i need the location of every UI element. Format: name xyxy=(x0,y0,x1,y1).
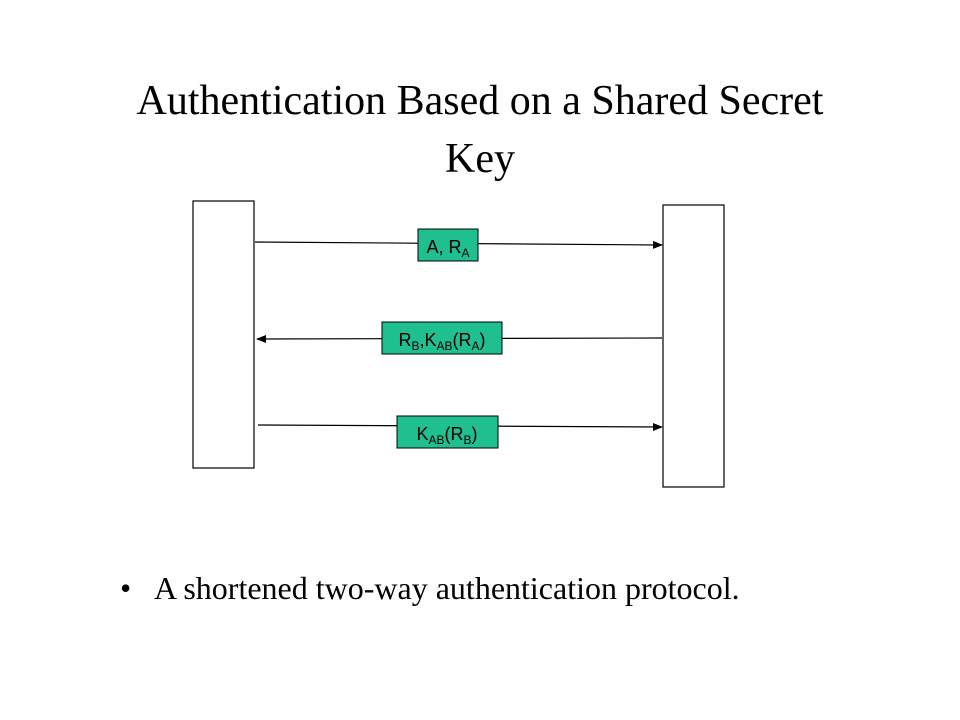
label-subscript: B xyxy=(464,433,472,447)
party-b-box xyxy=(662,204,725,488)
label-subscript: AB xyxy=(428,433,444,447)
label-text: K xyxy=(416,424,428,444)
label-text: ,K xyxy=(419,330,436,350)
label-text: (R xyxy=(453,330,472,350)
message-1-box xyxy=(417,228,479,262)
label-subscript: A xyxy=(462,246,470,260)
label-subscript: A xyxy=(472,339,480,353)
message-2-box xyxy=(381,321,503,355)
message-3-text: KAB(RB) xyxy=(416,424,477,447)
slide-title-line-2: Key xyxy=(445,136,515,182)
label-text: (R xyxy=(445,424,464,444)
slide-title-line-1: Authentication Based on a Shared Secret xyxy=(136,78,824,124)
label-text: A, R xyxy=(426,237,461,257)
message-2-label: RB,KAB(RA) xyxy=(381,321,503,355)
bullet-item: • A shortened two-way authentication pro… xyxy=(120,566,740,610)
label-text: R xyxy=(398,330,411,350)
bullet-text: A shortened two-way authentication proto… xyxy=(154,570,740,606)
label-subscript: AB xyxy=(437,339,453,353)
message-1-text: A, RA xyxy=(426,237,469,260)
party-a-box xyxy=(192,200,255,469)
message-3-box xyxy=(396,415,499,449)
slide-title: Authentication Based on a Shared Secret … xyxy=(40,72,920,188)
bullet-list: • A shortened two-way authentication pro… xyxy=(120,566,740,610)
message-3-label: KAB(RB) xyxy=(396,415,499,449)
label-text: ) xyxy=(480,330,486,350)
message-1-label: A, RA xyxy=(417,228,479,262)
label-subscript: B xyxy=(411,339,419,353)
message-2-text: RB,KAB(RA) xyxy=(398,330,485,353)
label-text: ) xyxy=(472,424,478,444)
bullet-dot: • xyxy=(120,570,132,606)
